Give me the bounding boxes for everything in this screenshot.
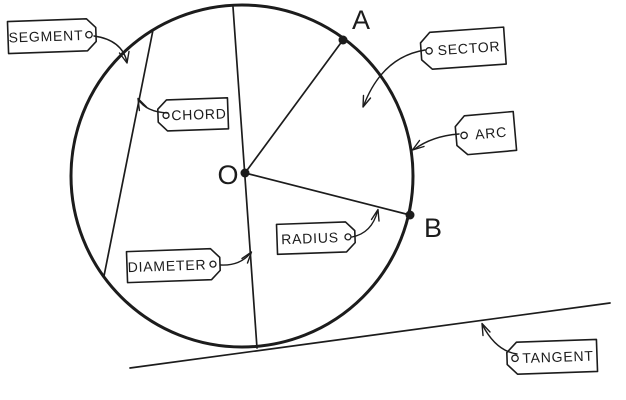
sector-arrow — [362, 49, 426, 107]
radius-ob-line — [244, 172, 411, 216]
diameter-tag-label: DIAMETER — [127, 256, 206, 275]
tangent-tag: TANGENT — [506, 338, 599, 376]
point-b-dot — [405, 210, 415, 220]
arc-tag: ARC — [454, 110, 518, 156]
chord-tag-shape — [156, 96, 230, 132]
chord-tag: CHORD — [156, 96, 230, 132]
diameter-tag-shape — [125, 247, 221, 284]
radius-tag-hole-icon — [344, 233, 352, 241]
arc-tag-label: ARC — [474, 124, 507, 143]
point-b-label: B — [424, 213, 442, 243]
point-o-label: O — [217, 160, 238, 190]
arc-arrowhead-icon — [411, 139, 425, 151]
tangent-arrow — [481, 324, 518, 355]
diameter-arrow — [219, 252, 252, 266]
circle-outline — [69, 3, 415, 349]
radius-arrow — [351, 210, 379, 238]
sector-tag-hole-icon — [425, 47, 433, 55]
chord-tag-label: CHORD — [171, 105, 227, 123]
segment-tag-label: SEGMENT — [8, 27, 83, 46]
chord-line — [103, 29, 154, 277]
point-a-dot — [338, 35, 348, 45]
radius-tag-shape — [275, 221, 356, 256]
segment-tag-hole-icon — [85, 30, 93, 39]
sector-tag-shape — [419, 26, 507, 70]
segment-arrowhead-icon — [118, 50, 130, 64]
diameter-arrowhead-icon — [241, 251, 253, 264]
tangent-tag-label: TANGENT — [522, 348, 594, 366]
segment-tag-shape — [6, 17, 98, 55]
point-a-label: A — [352, 5, 370, 35]
arc-tag-hole-icon — [460, 131, 468, 140]
sector-tag: SECTOR — [419, 26, 507, 70]
radius-arrowhead-icon — [370, 208, 380, 222]
segment-arrow — [93, 35, 128, 63]
tangent-tag-hole-icon — [511, 354, 519, 363]
center-point-dot — [240, 168, 250, 178]
radius-oa-line — [244, 39, 344, 174]
sector-arrowhead-icon — [362, 94, 372, 108]
diameter-tag-hole-icon — [209, 260, 217, 268]
arc-tag-shape — [454, 110, 518, 156]
chord-arrow — [137, 98, 169, 114]
segment-tag: SEGMENT — [6, 17, 98, 55]
diameter-tag: DIAMETER — [125, 247, 221, 284]
tangent-tag-shape — [506, 338, 599, 376]
arc-arrow — [413, 133, 460, 151]
radius-tag-label: RADIUS — [281, 229, 339, 247]
chord-arrowhead-icon — [137, 97, 148, 112]
radius-tag: RADIUS — [275, 221, 356, 256]
tangent-line — [129, 302, 611, 369]
tangent-arrowhead-icon — [481, 322, 491, 337]
sector-tag-label: SECTOR — [437, 38, 501, 58]
